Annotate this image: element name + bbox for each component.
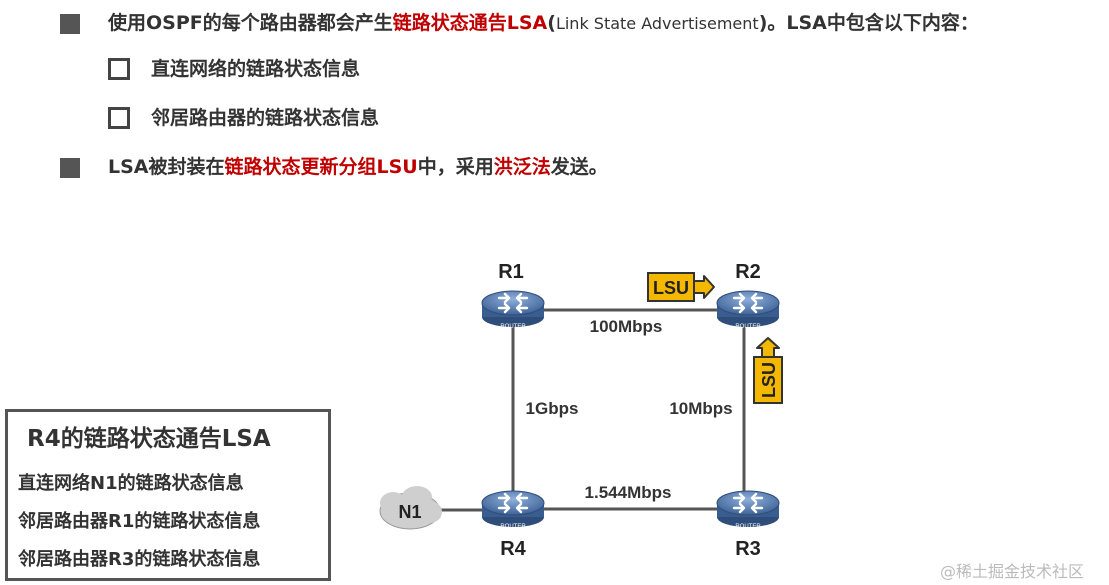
b1-part1: 使用OSPF的每个路由器都会产生 — [108, 12, 393, 34]
b1-part5: )。LSA中包含以下内容： — [758, 12, 979, 34]
b2-part4-highlight: 洪泛法 — [493, 156, 551, 178]
network-n1-label: N1 — [398, 502, 421, 522]
speed-r2-r3: 10Mbps — [669, 399, 732, 418]
b2-part3: 中，采用 — [417, 156, 494, 178]
lsa-line-1: 直连网络N1的链路状态信息 — [18, 473, 244, 494]
checkbox-sub1 — [108, 58, 130, 80]
bullet-line-1: 使用OSPF的每个路由器都会产生链路状态通告LSA(Link State Adv… — [108, 10, 979, 37]
cloud-icon — [379, 486, 442, 530]
router-r3-label: R3 — [735, 538, 761, 560]
sub-item-2: 邻居路由器的链路状态信息 — [151, 107, 380, 129]
router-r1-badge: ROUTER — [500, 324, 526, 330]
watermark: @稀土掘金技术社区 — [940, 562, 1085, 581]
b1-part3: ( — [547, 12, 556, 34]
speed-r4-r3: 1.544Mbps — [585, 483, 672, 502]
bullet-square-2 — [60, 158, 80, 178]
router-r1-label: R1 — [498, 261, 524, 283]
lsa-panel — [5, 409, 331, 581]
bullet-square-1 — [60, 14, 80, 34]
lsu-label-right: LSU — [653, 278, 689, 298]
router-r2-icon — [715, 289, 781, 329]
lsa-line-3: 邻居路由器R3的链路状态信息 — [18, 549, 261, 570]
lsa-panel-title: R4的链路状态通告LSA — [27, 426, 271, 452]
b1-part4: Link State Advertisement — [555, 14, 759, 33]
speed-r1-r2: 100Mbps — [590, 317, 663, 336]
router-r4-badge: ROUTER — [500, 524, 526, 530]
bullet-line-2: LSA被封装在链路状态更新分组LSU中，采用洪泛法发送。 — [108, 154, 608, 180]
b1-part2-highlight: 链路状态通告LSA — [392, 12, 548, 34]
router-r2-label: R2 — [735, 261, 761, 283]
lsa-line-2: 邻居路由器R1的链路状态信息 — [18, 511, 261, 532]
speed-r1-r4: 1Gbps — [526, 399, 579, 418]
router-r3-icon — [715, 489, 781, 529]
sub-item-1: 直连网络的链路状态信息 — [151, 58, 361, 80]
lsu-packet-right — [647, 272, 715, 302]
router-r4-icon — [480, 489, 546, 529]
b2-part2-highlight: 链路状态更新分组LSU — [224, 156, 418, 178]
b2-part1: LSA被封装在 — [108, 156, 225, 178]
router-r3-badge: ROUTER — [735, 524, 761, 530]
b2-part5: 发送。 — [550, 156, 608, 178]
router-r2-badge: ROUTER — [735, 324, 761, 330]
lsu-packet-up — [753, 337, 783, 404]
router-r4-label: R4 — [500, 538, 526, 560]
checkbox-sub2 — [108, 107, 130, 129]
router-r1-icon — [480, 289, 546, 329]
lsu-label-up: LSU — [759, 362, 779, 398]
